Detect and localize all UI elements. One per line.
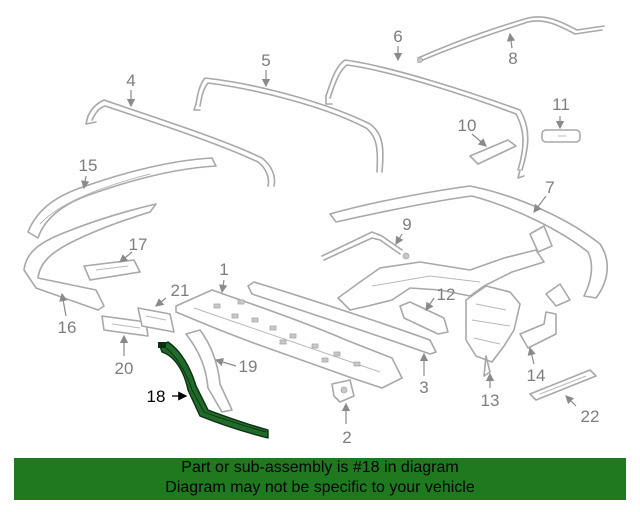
- banner-line-2: Diagram may not be specific to your vehi…: [165, 479, 475, 496]
- part-18-highlight-shape[interactable]: [158, 341, 269, 439]
- info-banner: Part or sub-assembly is #18 in diagram D…: [14, 458, 626, 500]
- callout-19: 19: [239, 357, 258, 376]
- part-10-shape[interactable]: [469, 139, 517, 165]
- part-5-shape[interactable]: [193, 77, 384, 173]
- callout-5: 5: [261, 51, 270, 70]
- part-7-shape[interactable]: [329, 185, 608, 311]
- callout-8: 8: [508, 49, 517, 68]
- part-19-shape[interactable]: [185, 329, 233, 413]
- parts-diagram: 1 2 3 4 5 6 7 8 9 10 11 12 13 14 15 16 1…: [23, 16, 608, 447]
- callout-13: 13: [481, 391, 500, 410]
- part-1-shape[interactable]: [175, 289, 403, 389]
- callout-22: 22: [581, 407, 600, 426]
- part-2-shape[interactable]: [331, 379, 355, 403]
- callout-16: 16: [58, 318, 77, 337]
- callout-leaders: [59, 32, 577, 424]
- callout-3: 3: [419, 378, 428, 397]
- part-11-shape[interactable]: [541, 129, 581, 143]
- banner-line-1: Part or sub-assembly is #18 in diagram: [181, 459, 459, 476]
- callout-6: 6: [393, 27, 402, 46]
- callout-17: 17: [129, 235, 148, 254]
- part-20-shape[interactable]: [101, 315, 149, 337]
- callout-9: 9: [402, 215, 411, 234]
- callout-7: 7: [545, 178, 554, 197]
- part-22-shape[interactable]: [529, 369, 597, 401]
- part-13-shape[interactable]: [465, 285, 521, 377]
- part-21-shape[interactable]: [137, 307, 175, 333]
- callout-11: 11: [552, 95, 570, 114]
- callout-1: 1: [219, 260, 228, 279]
- callout-20: 20: [115, 359, 134, 378]
- callout-4: 4: [126, 71, 135, 90]
- callout-18: 18: [147, 387, 166, 406]
- part-4-shape[interactable]: [85, 99, 276, 187]
- callout-21: 21: [171, 281, 190, 300]
- callout-2: 2: [342, 428, 351, 447]
- part-14-shape[interactable]: [519, 311, 557, 349]
- part-17-shape[interactable]: [83, 259, 141, 281]
- callout-15: 15: [79, 156, 98, 175]
- callout-14: 14: [527, 366, 546, 385]
- callout-12: 12: [437, 285, 456, 304]
- part-3-shape[interactable]: [247, 281, 437, 355]
- part-15-shape[interactable]: [27, 157, 217, 239]
- part-12-shape[interactable]: [399, 301, 449, 335]
- part-6-shape[interactable]: [325, 59, 529, 179]
- callout-10: 10: [458, 116, 477, 135]
- part-8-shape[interactable]: [417, 16, 605, 63]
- part-9-shape[interactable]: [321, 231, 410, 261]
- part-16-shape[interactable]: [23, 203, 157, 311]
